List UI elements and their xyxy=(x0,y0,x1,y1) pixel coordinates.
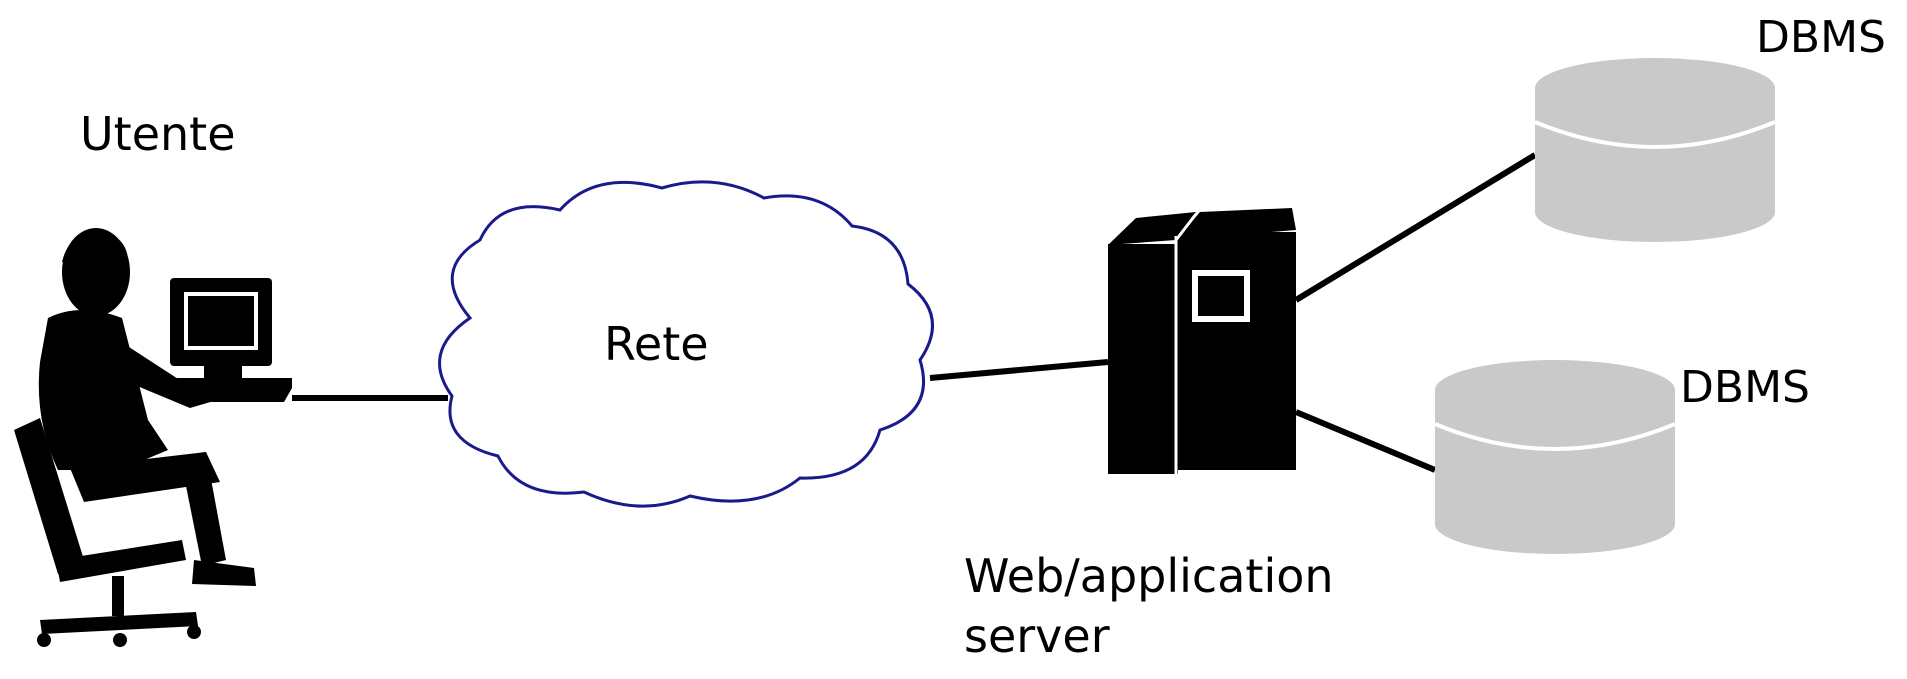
database-cylinder-icon xyxy=(1534,58,1776,242)
server-label-line2: server xyxy=(964,609,1110,663)
server-label-line1: Web/application xyxy=(964,549,1334,603)
user-at-computer-icon xyxy=(14,228,292,647)
connector-network-server xyxy=(929,359,1109,381)
network-label: Rete xyxy=(604,317,709,371)
dbms-label-middle: DBMS xyxy=(1680,362,1810,413)
connector-server-db2 xyxy=(1294,409,1437,473)
database-cylinder-icon xyxy=(1434,360,1676,554)
connections xyxy=(292,152,1537,473)
server-tower-icon xyxy=(1108,208,1296,474)
cloud-icon xyxy=(438,180,934,508)
user-label: Utente xyxy=(80,107,236,161)
dbms-label-top: DBMS xyxy=(1756,12,1886,63)
connector-server-db1 xyxy=(1294,152,1537,303)
